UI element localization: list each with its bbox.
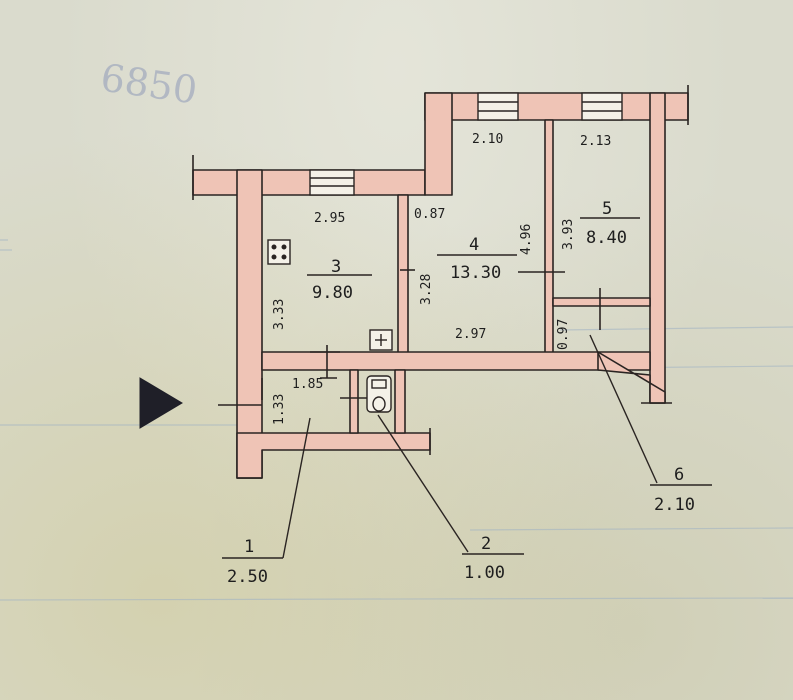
room5-area: 8.40 xyxy=(586,228,627,248)
wall-4-5 xyxy=(544,119,554,361)
window-room3 xyxy=(309,169,355,196)
room4-number: 4 xyxy=(469,235,479,255)
window-room5 xyxy=(581,92,623,121)
windows xyxy=(309,92,623,196)
dim-room3-4-wall: 3.28 xyxy=(419,274,434,305)
leader-room2 xyxy=(377,414,469,553)
dim-room1-width: 1.85 xyxy=(292,377,323,392)
entrance-arrow-icon xyxy=(139,377,183,429)
dim-room1-height: 1.33 xyxy=(272,394,287,425)
dim-room4-bottom: 2.97 xyxy=(455,327,486,342)
toilet-icon xyxy=(366,375,392,413)
wall-ends xyxy=(192,85,689,479)
room2-number: 2 xyxy=(481,534,491,554)
paper-tick-marks xyxy=(0,239,12,251)
dim-room3-height: 3.33 xyxy=(272,299,287,330)
dim-room4-top: 2.10 xyxy=(472,132,503,147)
room2-area: 1.00 xyxy=(464,563,505,583)
room1-number: 1 xyxy=(244,537,254,557)
wall-top-right xyxy=(424,92,689,121)
dim-room4-height: 4.96 xyxy=(519,224,534,255)
wall-left xyxy=(236,169,263,479)
room1-area: 2.50 xyxy=(227,567,268,587)
wall-1-2 xyxy=(349,369,359,434)
leader-room1 xyxy=(282,417,311,559)
wall-right xyxy=(649,92,666,404)
sink-icon xyxy=(369,329,393,351)
dim-room5-height: 3.93 xyxy=(561,219,576,250)
window-room4 xyxy=(477,92,519,121)
wall-middle-horizontal xyxy=(261,351,651,371)
dim-room5-top: 2.13 xyxy=(580,134,611,149)
stove-icon xyxy=(267,239,291,265)
walls xyxy=(192,92,689,479)
room4-area: 13.30 xyxy=(450,263,501,283)
archive-stamp-number: 6850 xyxy=(98,56,200,113)
leader-lines xyxy=(222,217,712,559)
doors xyxy=(218,269,601,406)
wall-3-4 xyxy=(397,194,409,361)
dim-room4-left: 0.87 xyxy=(414,207,445,222)
room3-number: 3 xyxy=(331,257,341,277)
room6-number: 6 xyxy=(674,465,684,485)
dim-room3-width: 2.95 xyxy=(314,211,345,226)
wall-5-6 xyxy=(552,297,651,307)
leader-room6 xyxy=(589,334,658,484)
wall-step xyxy=(424,92,453,196)
room3-area: 9.80 xyxy=(312,283,353,303)
room5-number: 5 xyxy=(602,199,612,219)
wall-2-right xyxy=(394,369,406,434)
wall-top-left xyxy=(192,169,426,196)
wall-bottom-entry xyxy=(236,432,431,479)
room6-area: 2.10 xyxy=(654,495,695,515)
dim-room6-height: 0.97 xyxy=(556,319,571,350)
